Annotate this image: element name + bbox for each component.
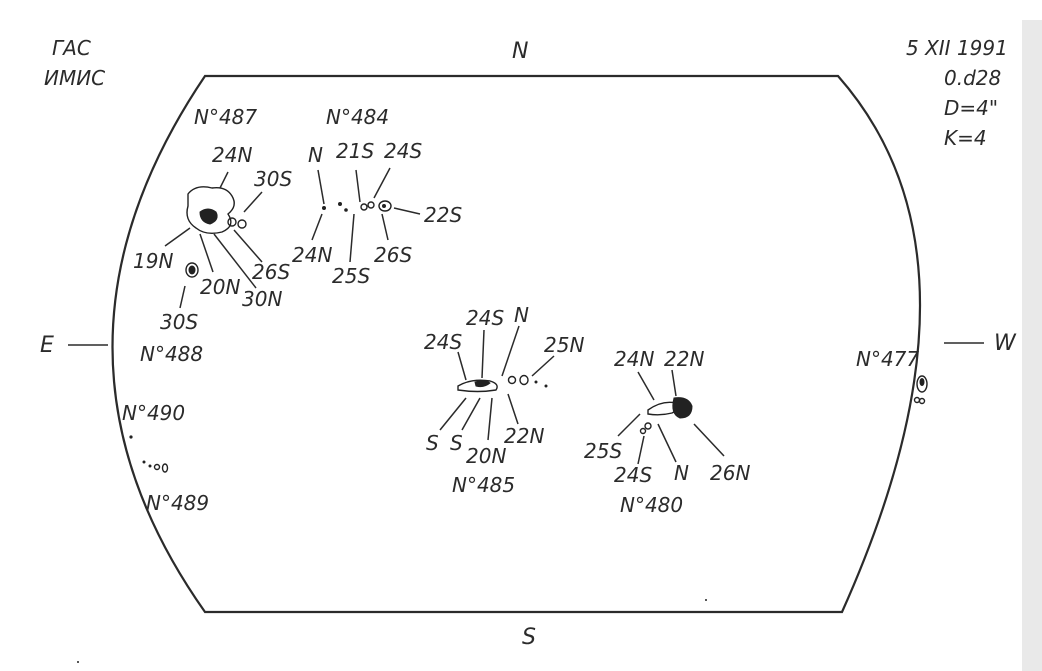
group-477-spots [913, 375, 928, 405]
leader-487-19n [164, 227, 191, 247]
spot-label: 24S [466, 306, 504, 330]
spot-label: 22N [664, 347, 704, 371]
leader-485-24s-a [457, 351, 467, 381]
leader-484-24n [311, 213, 323, 241]
spot-label: 24S [384, 139, 422, 163]
leader-485-25n [531, 355, 555, 377]
group-485-label: N°485 [452, 473, 515, 497]
leader-484-21s [355, 169, 361, 203]
spot-label: N [308, 143, 323, 167]
spot-label: S [450, 431, 463, 455]
leader-484-22s [393, 207, 421, 215]
leader-485-s-a [439, 397, 467, 431]
group-484-label: N°484 [326, 105, 389, 129]
leader-487-30s [243, 191, 263, 213]
leader-484-n [317, 169, 325, 205]
leader-484-24s [373, 167, 391, 199]
spot-label: 24N [292, 243, 332, 267]
leader-480-22n [671, 369, 677, 397]
leader-485-s-b [461, 397, 481, 431]
leader-480-25s [617, 413, 641, 437]
spot-label: 30N [242, 287, 282, 311]
leader-480-26n [693, 423, 725, 457]
leader-485-20n [487, 397, 493, 441]
spot-label: S [426, 431, 439, 455]
group-490-label: N°490 [122, 401, 185, 425]
group-489-spots [129, 435, 169, 473]
leader-487-30s-b [179, 285, 186, 309]
spot-label: 24N [614, 347, 654, 371]
east-label: E [40, 333, 54, 358]
spot-label: N [674, 461, 689, 485]
leader-484-25s [349, 213, 355, 263]
west-label: W [994, 331, 1017, 356]
spot-label: 24S [424, 330, 462, 354]
spot-label: 26S [252, 260, 290, 284]
k-coefficient: K=4 [944, 126, 987, 150]
leader-480-24s [637, 435, 645, 465]
leader-484-26s [381, 213, 389, 241]
page-edge-shadow [1022, 20, 1042, 671]
spot-label: 24N [212, 143, 252, 167]
leader-487-26s [233, 229, 263, 263]
disk-diameter: D=4" [944, 96, 998, 120]
speck [77, 661, 79, 663]
group-480-label: N°480 [620, 493, 683, 517]
spot-label: 26S [374, 243, 412, 267]
leader-485-22n [507, 393, 519, 425]
spot-label: 22S [424, 203, 462, 227]
leader-487-20n [199, 233, 214, 273]
group-487-label: N°487 [194, 105, 257, 129]
observatory-line1: ГАС [52, 36, 91, 60]
leader-487-24n [219, 171, 229, 189]
north-label: N [512, 39, 528, 64]
group-484-spots [322, 200, 392, 212]
observation-date: 5 XII 1991 [906, 36, 1008, 60]
spot-label: 30S [160, 310, 198, 334]
spot-label: 25S [584, 439, 622, 463]
group-488-label: N°488 [140, 342, 203, 366]
spot-label: 19N [133, 249, 173, 273]
observation-time: 0.d28 [944, 66, 1001, 90]
spot-label: 30S [254, 167, 292, 191]
leader-485-24s-b [481, 329, 485, 379]
group-485-spots [457, 374, 548, 393]
spot-label: 21S [336, 139, 374, 163]
spot-label: 20N [466, 444, 506, 468]
group-477-label: N°477 [856, 347, 919, 371]
leader-480-n [657, 423, 677, 463]
spot-label: 26N [710, 461, 750, 485]
spot-label: N [514, 303, 529, 327]
leader-485-n [501, 325, 520, 377]
spot-label: 24S [614, 463, 652, 487]
spot-label: 25N [544, 333, 584, 357]
group-480-spots [639, 397, 693, 435]
spot-label: 20N [200, 275, 240, 299]
spot-label: 22N [504, 424, 544, 448]
group-487-spots [185, 186, 247, 278]
disk-outline [111, 74, 922, 614]
group-489-label: N°489 [146, 491, 209, 515]
leader-487-30n [213, 233, 257, 289]
leader-480-24n [637, 371, 655, 401]
spot-label: 25S [332, 264, 370, 288]
south-label: S [522, 625, 536, 650]
observatory-line2: ИМИС [44, 66, 105, 90]
speck [705, 599, 707, 601]
